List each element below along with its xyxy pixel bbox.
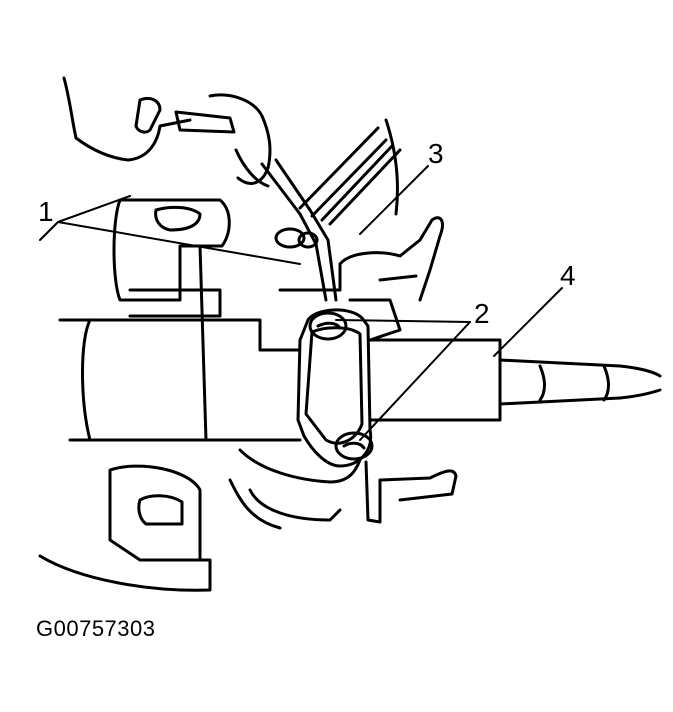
right-hand <box>298 118 402 226</box>
leader-3 <box>359 165 429 235</box>
bolt-upper <box>308 311 348 341</box>
leader-1b <box>57 221 301 265</box>
shift-lever-assembly <box>278 216 444 342</box>
bolt-lower <box>334 431 374 461</box>
left-hand-with-hammer <box>62 76 272 188</box>
callout-1: 1 <box>38 196 54 227</box>
figure-id-caption: G00757303 <box>36 616 156 641</box>
bracket-plate <box>296 308 374 468</box>
leader-2b <box>359 321 471 441</box>
leader-4 <box>493 287 563 357</box>
leader-1a <box>39 221 59 241</box>
callout-4: 4 <box>560 260 576 291</box>
shaft-part-4 <box>368 338 662 422</box>
callout-3: 3 <box>428 138 444 169</box>
callout-2: 2 <box>474 298 490 329</box>
leader-1c <box>57 195 131 223</box>
housing-body <box>38 198 312 592</box>
lower-mount <box>228 448 458 530</box>
leader-lines <box>39 165 563 441</box>
punch-tool <box>260 158 338 302</box>
leader-2a <box>335 319 471 323</box>
